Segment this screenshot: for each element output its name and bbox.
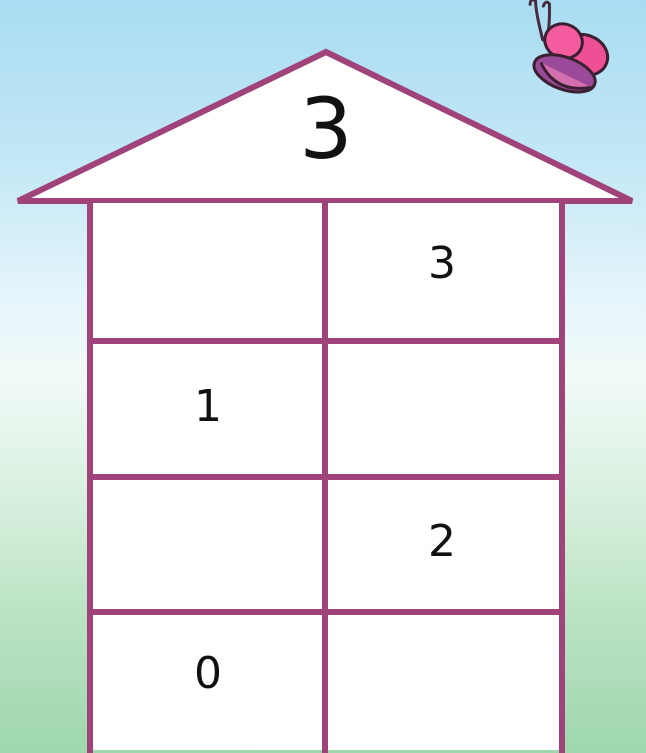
cell-left: 1 (194, 381, 222, 432)
roof-number: 3 (299, 80, 352, 178)
cell-left: 0 (194, 648, 222, 699)
house-row-2: 1 (194, 381, 222, 432)
house-row-1: 3 (428, 238, 456, 289)
house-row-3: 2 (428, 516, 456, 567)
house-row-4: 0 (194, 648, 222, 699)
cell-right: 3 (428, 238, 456, 289)
butterfly-icon (506, 0, 619, 101)
cell-right: 2 (428, 516, 456, 567)
